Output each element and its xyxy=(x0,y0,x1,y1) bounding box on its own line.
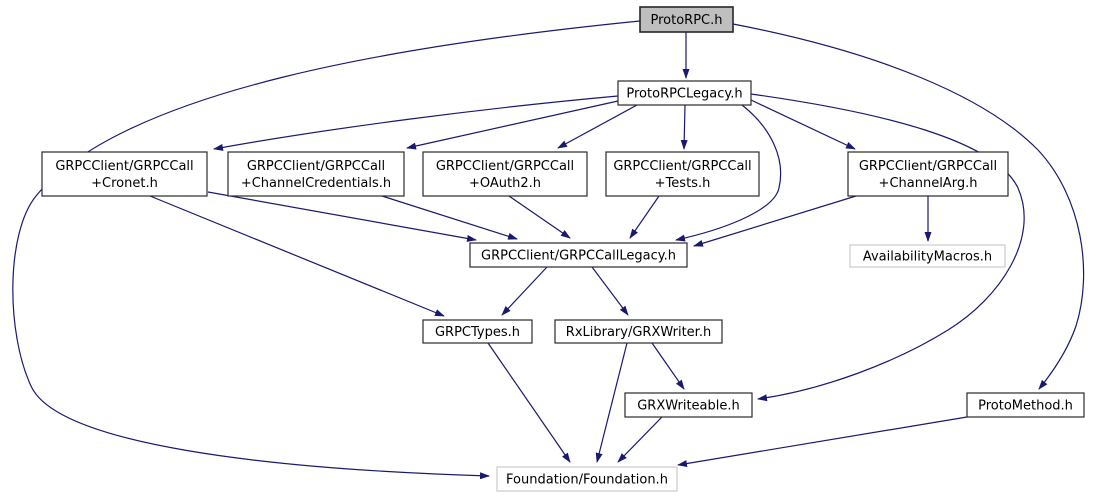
node-availabilitymacros-label: AvailabilityMacros.h xyxy=(863,250,992,265)
node-grpccall-cronet-line1: GRPCClient/GRPCCall xyxy=(55,159,193,174)
edge-channelarg-grpccalllegacy xyxy=(693,195,857,247)
node-grpccall-oauth2-line1: GRPCClient/GRPCCall xyxy=(436,159,574,174)
node-protomethod-label: ProtoMethod.h xyxy=(978,399,1073,414)
edge-grpccalllegacy-grpctypes xyxy=(501,266,548,316)
node-grpccall-tests[interactable]: GRPCClient/GRPCCall +Tests.h xyxy=(605,151,760,197)
edge-protorpclegacy-channelarg xyxy=(750,99,856,150)
node-grpctypes-label: GRPCTypes.h xyxy=(435,325,520,340)
node-grpccall-channelarg[interactable]: GRPCClient/GRPCCall +ChannelArg.h xyxy=(847,151,1009,197)
edge-protorpclegacy-channelcredentials xyxy=(406,100,619,150)
node-protorpc-label: ProtoRPC.h xyxy=(651,13,723,28)
node-grpccall-channelcredentials-line2: +ChannelCredentials.h xyxy=(241,176,391,191)
node-protorpc: ProtoRPC.h xyxy=(639,6,734,33)
node-grpctypes[interactable]: GRPCTypes.h xyxy=(422,319,533,344)
edge-grxwriteable-foundation xyxy=(617,416,663,463)
node-grpccall-tests-line1: GRPCClient/GRPCCall xyxy=(613,159,751,174)
edge-grpctypes-foundation xyxy=(487,342,571,463)
edges xyxy=(12,20,1085,480)
edge-tests-grpccalllegacy xyxy=(629,195,660,239)
node-grpccall-channelcredentials[interactable]: GRPCClient/GRPCCall +ChannelCredentials.… xyxy=(227,151,405,197)
edge-protomethod-foundation xyxy=(677,416,968,467)
node-grpccall-cronet-line2: +Cronet.h xyxy=(91,176,158,191)
node-grxwriter[interactable]: RxLibrary/GRXWriter.h xyxy=(554,319,723,344)
edge-protorpclegacy-grxwriteable xyxy=(750,93,1025,402)
edge-grxwriter-grxwriteable xyxy=(651,342,685,390)
node-foundation-label: Foundation/Foundation.h xyxy=(506,473,668,488)
edge-protorpc-foundation xyxy=(12,20,641,480)
edge-protorpclegacy-tests xyxy=(680,104,688,150)
node-grpccall-channelarg-line1: GRPCClient/GRPCCall xyxy=(859,159,997,174)
node-grpccall-oauth2-line2: +OAuth2.h xyxy=(469,176,541,191)
node-grpccall-cronet[interactable]: GRPCClient/GRPCCall +Cronet.h xyxy=(41,151,208,197)
edge-grpccalllegacy-grxwriter xyxy=(591,266,629,316)
node-grpccalllegacy-label: GRPCClient/GRPCCallLegacy.h xyxy=(481,249,676,264)
edge-oauth2-grpccalllegacy xyxy=(508,195,571,239)
edge-grxwriter-foundation xyxy=(595,342,628,463)
edge-cronet-grpctypes xyxy=(149,195,445,317)
edge-protorpclegacy-grpccalllegacy xyxy=(675,104,782,242)
node-protorpclegacy[interactable]: ProtoRPCLegacy.h xyxy=(617,80,752,106)
edge-cronet-grpccalllegacy xyxy=(207,191,477,242)
node-grpccall-channelarg-line2: +ChannelArg.h xyxy=(879,176,978,191)
edge-protorpclegacy-oauth2 xyxy=(557,104,638,149)
node-grpccall-channelcredentials-line1: GRPCClient/GRPCCall xyxy=(247,159,385,174)
node-grxwriter-label: RxLibrary/GRXWriter.h xyxy=(566,325,711,340)
node-grpccall-oauth2[interactable]: GRPCClient/GRPCCall +OAuth2.h xyxy=(422,151,588,197)
node-protorpclegacy-label: ProtoRPCLegacy.h xyxy=(626,87,742,102)
edge-protorpc-protomethod xyxy=(732,23,1085,390)
node-grxwriteable[interactable]: GRXWriteable.h xyxy=(624,392,753,418)
edge-protorpclegacy-cronet xyxy=(213,95,619,151)
node-availabilitymacros: AvailabilityMacros.h xyxy=(849,244,1006,268)
edge-channelcredentials-grpccalllegacy xyxy=(381,195,518,240)
node-grpccall-tests-line2: +Tests.h xyxy=(655,176,711,191)
node-grpccalllegacy[interactable]: GRPCClient/GRPCCallLegacy.h xyxy=(469,242,688,268)
node-foundation: Foundation/Foundation.h xyxy=(496,466,678,492)
node-grxwriteable-label: GRXWriteable.h xyxy=(637,399,740,414)
node-protomethod[interactable]: ProtoMethod.h xyxy=(966,392,1085,418)
